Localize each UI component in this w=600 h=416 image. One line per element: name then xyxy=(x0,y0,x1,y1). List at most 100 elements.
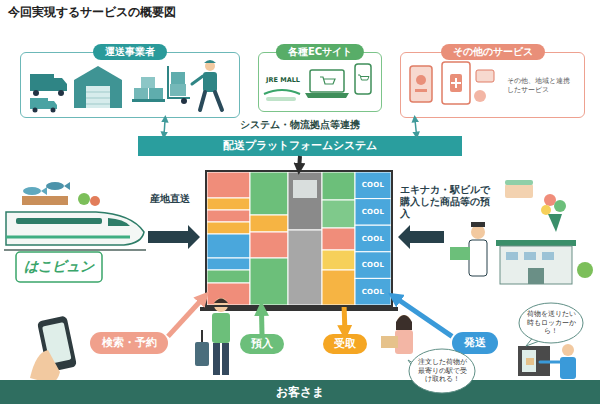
logo-swoosh xyxy=(264,90,300,94)
logo-bar xyxy=(266,97,296,101)
flow-connector xyxy=(299,156,300,170)
flow-connector xyxy=(259,307,265,334)
station-building xyxy=(496,240,593,284)
shutter-line xyxy=(86,92,110,104)
logo-text: はこビュン xyxy=(18,258,100,276)
customer-bar: お客さま xyxy=(0,380,600,404)
locker-drawers xyxy=(200,170,398,311)
fish-tail xyxy=(41,187,47,195)
head xyxy=(214,298,228,312)
truck-body xyxy=(30,74,54,91)
truck-wheel xyxy=(33,90,39,96)
cool-drawer xyxy=(355,278,391,305)
flow-label: 産地直送 xyxy=(150,192,190,206)
box-heading: その他のサービス xyxy=(441,44,545,60)
action-pill: 預入 xyxy=(240,334,284,354)
logo-frame xyxy=(16,252,102,282)
vegetable xyxy=(78,193,90,205)
hair xyxy=(214,299,228,304)
flow-connector xyxy=(393,296,452,336)
diagram-title: 今回実現するサービスの概要図 xyxy=(8,4,176,21)
speech-bubble: 荷物を送りたい時もロッカーから！ xyxy=(518,302,584,344)
medical-cross xyxy=(451,78,461,88)
smartphone xyxy=(355,64,371,94)
locker-back xyxy=(205,170,393,307)
drawer xyxy=(207,198,250,210)
drawer xyxy=(207,172,250,198)
truck-body xyxy=(30,98,48,109)
fresh-produce xyxy=(22,182,100,206)
drawer xyxy=(322,250,355,270)
window xyxy=(506,252,518,260)
cart-icon xyxy=(320,77,335,84)
bubble-text: 注文した荷物が最寄りの駅で受け取れる！ xyxy=(415,358,469,384)
speech-bubble: 注文した荷物が最寄りの駅で受け取れる！ xyxy=(408,348,476,394)
drawer xyxy=(207,210,250,222)
head xyxy=(397,315,411,329)
flow-connector xyxy=(168,296,205,336)
drawer xyxy=(322,228,355,250)
drawer xyxy=(250,172,288,215)
fish xyxy=(46,182,64,190)
flow-arrow xyxy=(398,225,444,249)
roof xyxy=(496,240,576,246)
pallet-boxes xyxy=(132,77,165,102)
cool-drawer xyxy=(355,252,391,279)
hair xyxy=(396,315,412,330)
group-box: 運送事業者 xyxy=(20,52,240,118)
pallet xyxy=(132,99,165,102)
box-heading: 各種ECサイト xyxy=(276,44,364,60)
vegetable xyxy=(90,196,100,206)
bubble-ellipse xyxy=(409,349,475,393)
cool-drawer xyxy=(355,225,391,252)
leg xyxy=(222,343,229,375)
shinkansen-train xyxy=(4,212,146,250)
package-icon xyxy=(476,70,494,82)
cake-top xyxy=(505,180,533,185)
parcel xyxy=(526,358,534,365)
drawer xyxy=(207,234,250,258)
platform-bar: 配送プラットフォームシステム xyxy=(138,136,462,156)
parcel xyxy=(450,247,470,260)
smartphone xyxy=(442,62,470,104)
touch-screen xyxy=(293,180,317,198)
smartphone xyxy=(410,66,432,102)
box-note: その他、地域と連携したサービス xyxy=(507,77,575,95)
cargo-box xyxy=(171,72,185,84)
cool-drawer xyxy=(355,199,391,226)
pill-label: 検索・予約 xyxy=(102,336,157,350)
leg xyxy=(213,343,220,375)
drawer xyxy=(250,258,288,305)
cargo-box xyxy=(170,84,186,96)
arm xyxy=(192,76,203,84)
truck-wheel xyxy=(51,108,56,113)
service-icon xyxy=(416,75,426,85)
head xyxy=(471,225,485,239)
bouquet-wrap xyxy=(548,214,562,232)
drawer xyxy=(250,232,288,258)
flower xyxy=(541,205,551,215)
pill-label: 発送 xyxy=(464,336,486,350)
cargo-box xyxy=(134,88,148,99)
cake xyxy=(505,184,533,198)
arm xyxy=(540,361,560,364)
logo-text: JRE MALL xyxy=(262,76,304,84)
cap xyxy=(204,60,216,63)
flow-arrow xyxy=(148,225,200,249)
hand-cart xyxy=(168,66,190,104)
cart-frame xyxy=(168,66,190,98)
drawer xyxy=(322,270,355,305)
flower xyxy=(544,194,556,206)
building xyxy=(500,246,572,284)
cool-tag: COOL xyxy=(355,180,391,190)
sending-customer xyxy=(518,344,576,379)
pill-label: 預入 xyxy=(251,337,273,351)
drawer xyxy=(207,258,250,270)
bar-label: お客さま xyxy=(276,384,324,401)
action-pill: 検索・予約 xyxy=(90,332,168,354)
group-box: その他のサービスその他、地域と連携したサービス xyxy=(400,52,585,118)
pill-label: 受取 xyxy=(334,337,356,351)
suitcase-handle xyxy=(201,330,203,342)
